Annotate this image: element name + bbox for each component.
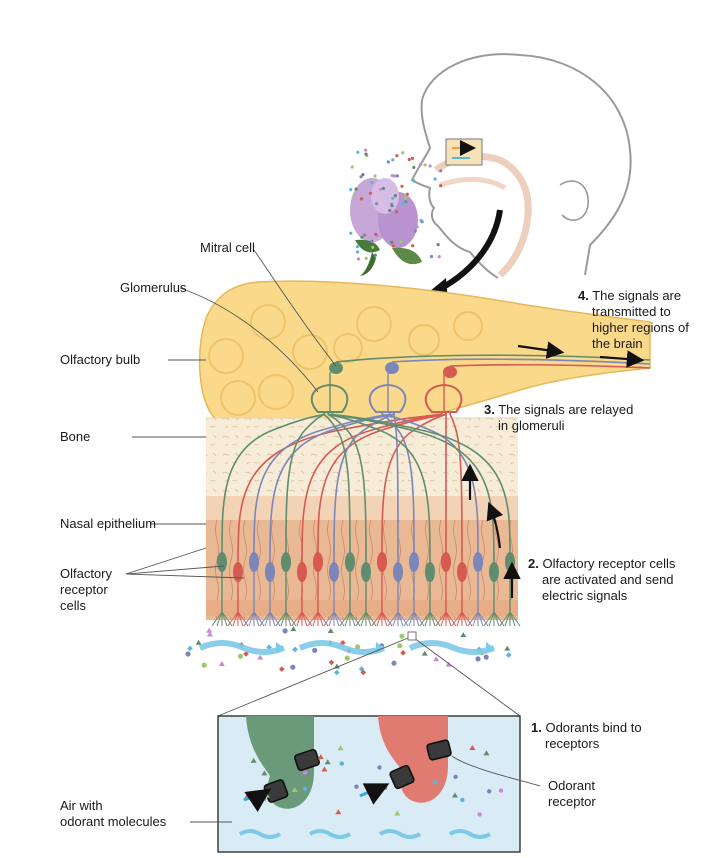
receptor-neuron [323, 411, 361, 627]
receptor-inset [217, 631, 521, 853]
receptor-proteins [263, 739, 452, 803]
air-flow [185, 626, 512, 676]
receptor-neuron [275, 411, 325, 627]
signal-arrows [461, 463, 521, 598]
receptor-neuron [211, 411, 325, 627]
mitral-cell-green [329, 362, 343, 374]
step-1-caption: 1. Odorants bind to receptors [531, 720, 642, 751]
step-2-caption: 2. Olfactory receptor cells are activate… [528, 556, 676, 603]
label-nasal-epithelium: Nasal epithelium [60, 516, 157, 531]
green-cilium [246, 716, 314, 809]
label-air-with-odorant: Air with odorant molecules [60, 798, 167, 829]
label-bone: Bone [60, 429, 91, 444]
mitral-cell-red [443, 366, 457, 378]
mitral-cell-blue [385, 362, 399, 374]
label-mitral-cell: Mitral cell [200, 240, 255, 255]
receptor-neuron [323, 411, 395, 627]
odor-dot-cloud [349, 148, 443, 261]
receptor-neuron [435, 412, 457, 627]
bone-layer [206, 418, 518, 496]
label-odorant-receptor: Odorant receptor [548, 778, 596, 809]
red-cilium [378, 716, 448, 803]
label-olfactory-bulb: Olfactory bulb [60, 352, 141, 367]
step-4-caption: 4. The signals are transmitted to higher… [578, 288, 689, 351]
label-olfactory-receptor-cells: Olfactory receptor cells [60, 566, 113, 613]
receptor-neuron [371, 411, 447, 627]
receptor-neuron [449, 411, 473, 627]
label-glomerulus: Glomerulus [120, 280, 187, 295]
receptor-neuron [381, 411, 425, 627]
receptor-neuron [387, 411, 409, 627]
glomeruli [310, 341, 651, 413]
step-3-caption: 3. The signals are relayed in glomeruli [484, 402, 634, 433]
head-illustration [410, 53, 632, 302]
lilac-flower [350, 178, 422, 276]
leader-lines [125, 249, 541, 823]
